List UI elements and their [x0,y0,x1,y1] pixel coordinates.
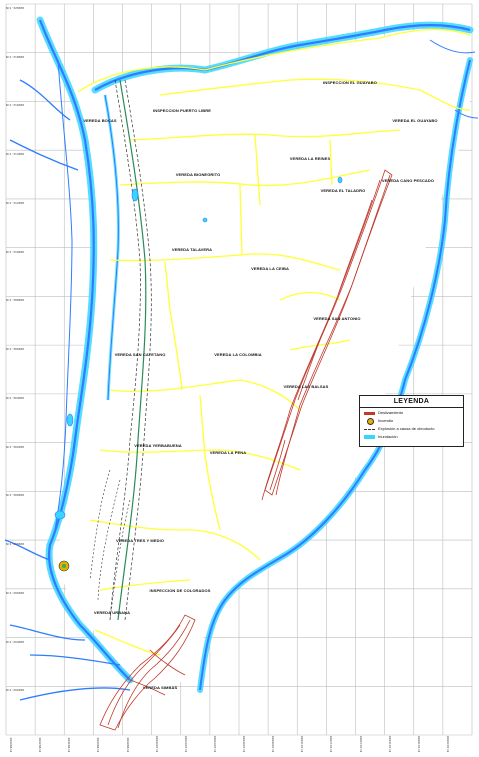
easting-tick-label: E=996000 [96,737,101,752]
place-label: VEREDA LA COLOMBIA [214,352,262,357]
flood-swatch [364,435,375,439]
northing-tick-label: N=1'294000 [6,639,25,644]
municipality-area [59,29,471,701]
northing-tick-label: N=1'304000 [6,395,25,400]
place-label: VEREDA TRES Y MEDIO [115,538,165,543]
easting-tick-label: E=1020000 [445,735,450,752]
place-label: VEREDA SAN ANTONIO [313,316,361,321]
place-label: VEREDA TALAVERA [171,247,213,252]
northing-tick-label: N=1'314000 [6,152,25,157]
northing-tick-label: N=1'318000 [6,54,25,59]
easting-tick-label: E=994000 [67,737,72,752]
easting-tick-label: E=1018000 [416,735,421,752]
northing-tick-label: N=1'298000 [6,542,25,547]
northing-tick-label: N=1'312000 [6,200,25,205]
vereda-boundaries [77,28,471,656]
place-label: VEREDA CANO PESCADO [381,178,435,183]
northing-tick-label: N=1'300000 [6,493,25,498]
easting-tick-label: E=1010000 [300,735,305,752]
northing-tick-label: N=1'316000 [6,103,25,108]
place-label: INSPECCION PUERTO LIBRE [152,108,212,113]
legend-title: LEYENDA [393,398,430,405]
lagoons [54,176,343,520]
northing-tick-label: N=1'302000 [6,444,25,449]
easting-tick-label: E=1006000 [242,735,246,752]
legend-item-landslide: Deslizamiento [364,410,462,416]
place-label: VEREDA BOCAS [83,118,117,123]
place-label: VEREDA SIMBAS [142,685,178,690]
place-label: VEREDA LA CEIBA [251,266,289,271]
place-label: VEREDA EL GUAYABO [392,118,438,123]
landslide-zone-east [261,169,393,501]
easting-tick-label: E=1004000 [212,735,217,752]
northing-tick-label: N=1'310000 [6,249,25,254]
place-label: VEREDA LAS BALSAS [283,384,329,389]
place-label: INSPECCION EL GUAYABO [323,80,377,85]
northing-tick-label: N=1'308000 [6,298,25,303]
easting-tick-label: E=1000000 [154,735,159,752]
northing-tick-label: N=1'306000 [6,347,25,352]
legend-item-fire: Incendio [364,418,462,425]
fire-circle-icon [367,418,374,425]
place-label: VEREDA SAN CAYETANO [114,352,166,357]
northing-tick-label: N=1'296000 [6,590,25,595]
dashed-line-icon [364,429,375,430]
western-river [4,16,134,701]
northing-tick-label: N=1'320000 [6,6,25,10]
place-label: INSPECCION DE COLORADOS [149,588,211,593]
easting-tick-label: E=998000 [125,737,130,752]
pipeline [89,79,152,621]
eastern-river [91,21,479,693]
easting-tick-label: E=1002000 [183,735,188,752]
place-label: VEREDA LA PENA [209,450,247,455]
landslide-zone-south [99,614,196,731]
easting-tick-label: E=992000 [38,737,43,752]
easting-tick-label: E=1012000 [329,735,334,752]
legend-item-explosion: Explosión a causa de oleoducto [364,426,462,432]
easting-tick-label: E=990000 [9,737,13,752]
legend-item-flood: Inundación [364,434,462,440]
easting-tick-label: E=1008000 [271,735,276,752]
place-label: VEREDA EL TALADRO [320,188,366,193]
place-label: VEREDA BIONEGRITO [175,172,221,177]
easting-tick-label: E=1014000 [358,735,363,752]
place-label: VEREDA YERBABUENA [134,443,182,448]
landslide-swatch [364,412,375,415]
easting-tick-label: E=1016000 [387,735,392,752]
legend: LEYENDA Deslizamiento Incendio Explosión… [359,395,464,447]
place-label: VEREDA LA REINES [289,156,331,161]
northing-tick-label: N=1'292000 [6,688,25,693]
place-label: VEREDA URBANA [93,610,131,615]
